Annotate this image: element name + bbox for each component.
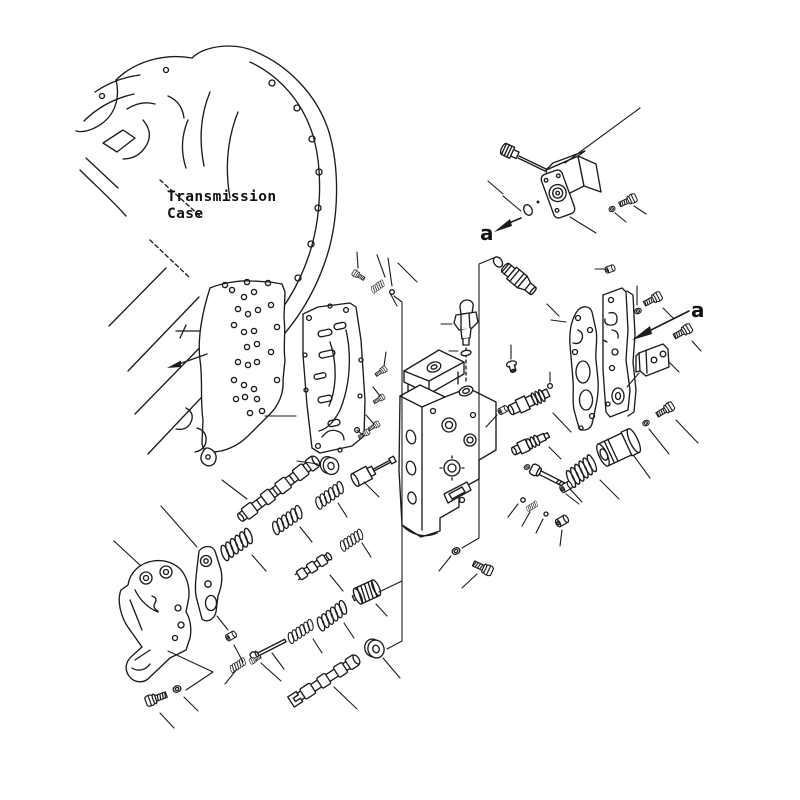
leader-lines [113,107,702,729]
view-arrow-right [632,310,690,340]
transmission-case-label-line1: Transmission [167,189,277,205]
view-arrow-top [494,217,522,232]
spool-spring [310,478,349,512]
valve-spool-lower [287,654,361,708]
cover-gasket [569,306,599,431]
ball [389,289,395,295]
plug [603,263,617,275]
tiny-spring [368,278,387,295]
bolt [373,365,389,379]
detail-marker-a-right: a [691,298,705,322]
end-cover-plate [602,287,637,418]
pin [543,511,549,517]
mounting-bracket-left [118,559,192,683]
detail-marker-a-top: a [480,221,494,245]
washer [522,463,532,471]
washer [450,545,462,557]
plug [553,513,571,529]
bolt [671,322,694,342]
bolt [641,290,664,309]
plug [496,404,510,416]
spool-spring [267,502,308,538]
ball [536,200,540,204]
main-control-valve-body [398,349,497,538]
small-valve [294,552,333,581]
washer [633,306,643,316]
bolt [143,688,169,708]
bolt [654,400,677,420]
o-ring [523,204,533,216]
valve-separator-plate [302,302,366,454]
small-gasket [194,545,223,622]
spool-spring [336,527,367,554]
spring-seat [361,635,388,662]
ball [546,382,554,390]
transmission-case-label-line2: Case [167,206,204,222]
flanged-plug [505,359,520,375]
pressure-sensor [500,262,537,296]
transmission-case-drawing [75,45,338,467]
mounting-bracket-right [635,343,670,377]
tiny-spring [524,499,540,513]
ball [520,497,526,503]
case-face-port-holes [221,278,281,417]
threaded-plug [351,579,382,605]
spring-seat [317,452,342,479]
solenoid-valve-assembly [499,142,639,219]
tiny-spring [227,656,249,675]
spool-spring [283,617,318,646]
washer [641,418,651,428]
valve-spool-upper [236,455,321,522]
case-face-arrow [167,353,208,368]
spool-spring [311,597,353,634]
relief-valve [510,431,551,456]
end-cover-assembly [569,263,694,431]
small-plug-bolt [350,268,367,283]
accumulator-piston [596,428,642,467]
piston-with-stem [350,455,397,487]
pilot-valve [507,388,551,416]
bolt [470,558,495,578]
pressure-switch [453,299,479,385]
solenoid-connector [499,142,520,160]
bolt [366,420,381,433]
switch-o-ring [460,349,472,357]
washer [171,684,183,694]
o-ring [492,256,504,268]
plug [224,629,238,643]
spool-spring [214,525,259,564]
washer [607,204,617,214]
